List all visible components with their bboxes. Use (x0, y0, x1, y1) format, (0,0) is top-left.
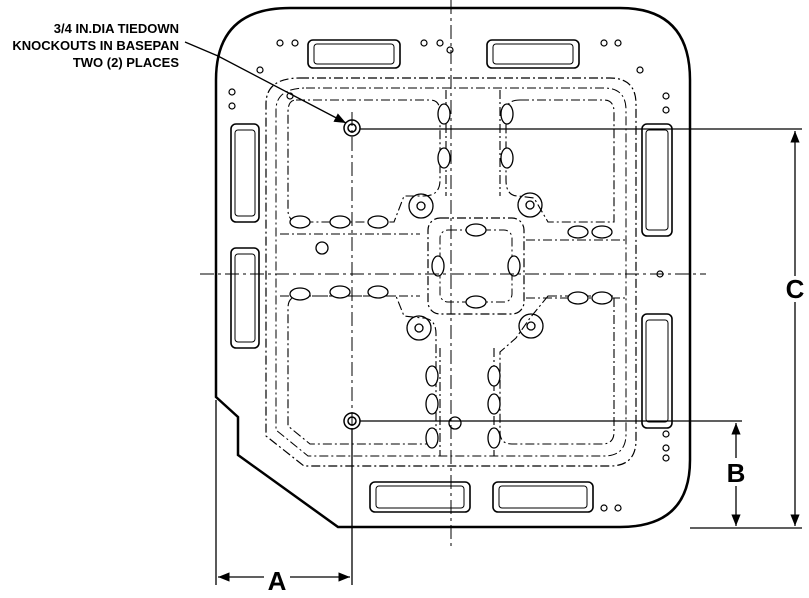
center-box (427, 217, 525, 315)
small-hole (436, 39, 444, 47)
dimension-a-label: A (268, 566, 287, 593)
center-lines (200, 0, 706, 548)
small-hole (614, 504, 622, 512)
hole-mid-left (315, 241, 329, 255)
callout-note: 3/4 IN.DIA TIEDOWN KNOCKOUTS IN BASEPAN … (12, 20, 179, 71)
lug-boss (367, 215, 389, 229)
lug-boss (425, 365, 439, 387)
dimension-c-label-bg (783, 276, 807, 302)
small-hole (276, 39, 284, 47)
lug-boss (289, 215, 311, 229)
lug-boss (437, 147, 451, 169)
small-hole (662, 430, 670, 438)
callout-leader (184, 41, 347, 124)
lug-boss (465, 223, 487, 237)
lug-boss (425, 393, 439, 415)
callout-line-2: KNOCKOUTS IN BASEPAN (12, 38, 179, 53)
small-hole (636, 66, 644, 74)
lug-group (289, 103, 613, 449)
small-hole (662, 454, 670, 462)
small-hole (420, 39, 428, 47)
small-hole (600, 39, 608, 47)
small-hole (662, 106, 670, 114)
small-hole (228, 102, 236, 110)
lug-boss (329, 285, 351, 299)
lug-boss (367, 285, 389, 299)
center-box-inner (439, 229, 513, 303)
lug-boss (507, 255, 521, 277)
lug-boss (500, 147, 514, 169)
lug-boss (487, 427, 501, 449)
small-hole (256, 66, 264, 74)
lug-boss (465, 295, 487, 309)
lug-boss (487, 393, 501, 415)
lug-boss (500, 103, 514, 125)
perimeter-slots (230, 39, 673, 513)
lug-boss (425, 427, 439, 449)
small-hole (291, 39, 299, 47)
small-hole (600, 504, 608, 512)
small-hole (446, 46, 454, 54)
small-hole (662, 92, 670, 100)
basepan-outline (214, 6, 692, 529)
lug-boss (329, 215, 351, 229)
lug-boss (437, 103, 451, 125)
lug-boss (591, 291, 613, 305)
small-hole (662, 444, 670, 452)
dimension-b (360, 420, 742, 526)
dimension-c (360, 128, 802, 529)
hole-lower-center (448, 416, 462, 430)
dimension-b-label-bg (724, 458, 748, 486)
quadrant-pockets (287, 99, 615, 445)
lug-boss (567, 291, 589, 305)
lug-boss (567, 225, 589, 239)
small-hole (614, 39, 622, 47)
dimension-c-label: C (786, 274, 805, 304)
callout-line-1: 3/4 IN.DIA TIEDOWN (53, 21, 179, 36)
callout-line-3: TWO (2) PLACES (72, 55, 179, 70)
lug-boss (431, 255, 445, 277)
lug-boss (591, 225, 613, 239)
small-hole (228, 88, 236, 96)
dimension-a-label-bg (264, 565, 290, 593)
lug-boss (487, 365, 501, 387)
lug-boss (289, 287, 311, 301)
corner-rings (406, 192, 544, 341)
center-channel (280, 90, 626, 456)
outer-rib-loop (265, 77, 637, 467)
dimension-a (215, 400, 353, 585)
tiedown-knockout-upper (343, 119, 361, 137)
dimension-b-label: B (727, 458, 746, 488)
inner-rib-loop (275, 87, 627, 457)
